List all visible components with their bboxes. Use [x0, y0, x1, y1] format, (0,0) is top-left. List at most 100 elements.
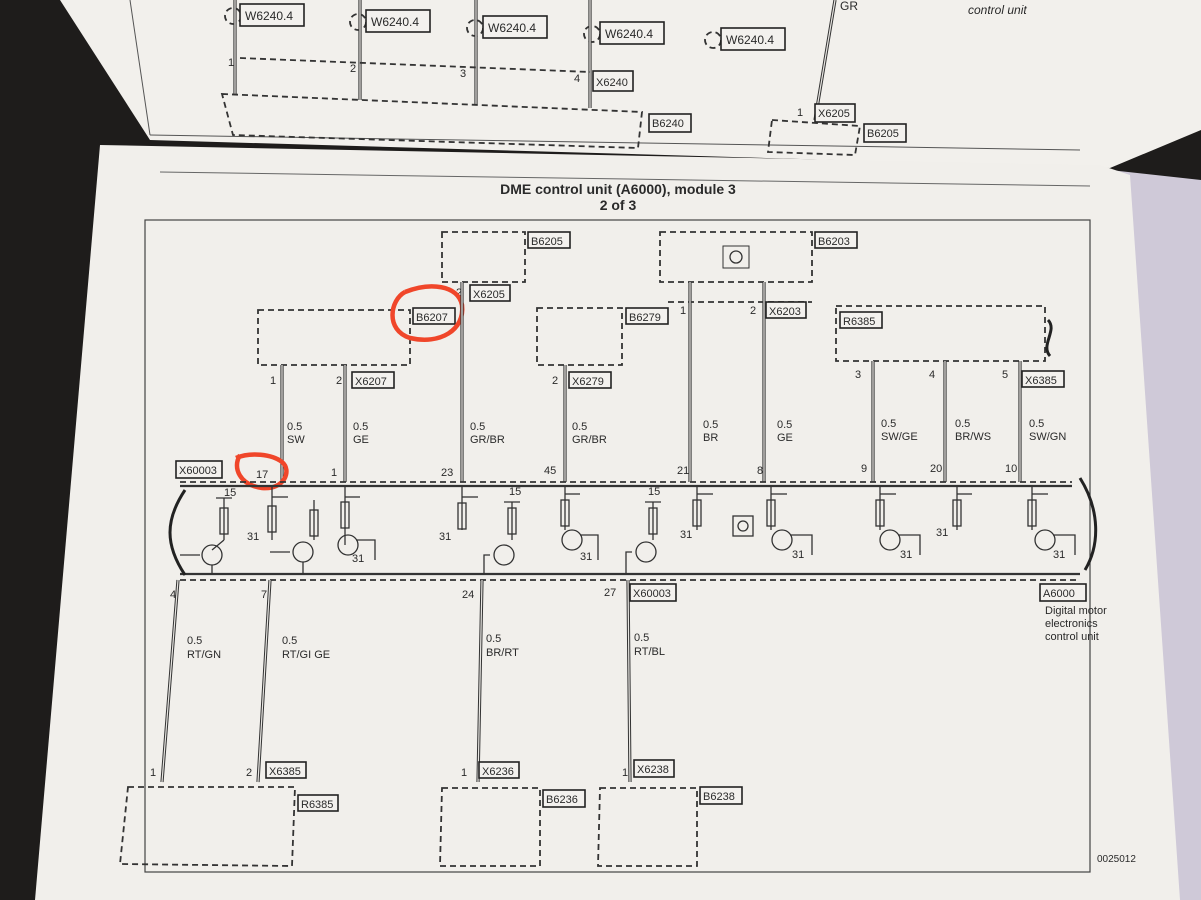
svg-text:0.5: 0.5: [777, 419, 792, 431]
header-rule: [159, 171, 1091, 187]
wire-label-2: 0.5GE: [353, 421, 369, 446]
svg-text:W6240.4: W6240.4: [605, 27, 653, 41]
svg-text:15: 15: [648, 486, 660, 498]
svg-text:X60003: X60003: [179, 465, 217, 477]
svg-text:R6385: R6385: [301, 799, 333, 811]
svg-text:31: 31: [792, 549, 804, 561]
svg-text:BR/WS: BR/WS: [955, 431, 991, 443]
svg-text:4: 4: [170, 589, 176, 601]
svg-text:B6205: B6205: [867, 128, 899, 140]
svg-text:X6238: X6238: [637, 764, 669, 776]
svg-text:31: 31: [936, 527, 948, 539]
svg-text:BR: BR: [703, 432, 718, 444]
svg-text:0.5: 0.5: [287, 421, 302, 433]
svg-text:B6203: B6203: [818, 236, 850, 248]
svg-text:X6240: X6240: [596, 77, 628, 89]
svg-text:0.5: 0.5: [486, 633, 501, 645]
bottom-components: X6385 R6385 X6236 B6236 X6238 B6238: [119, 759, 743, 867]
svg-text:W6240.4: W6240.4: [726, 33, 774, 47]
svg-text:31: 31: [247, 531, 259, 543]
svg-text:X6385: X6385: [1025, 375, 1057, 387]
wire-label-3: 0.5GR/BR: [470, 421, 505, 446]
svg-text:1: 1: [461, 767, 467, 779]
svg-text:8: 8: [757, 465, 763, 477]
svg-text:5: 5: [1002, 369, 1008, 381]
svg-text:X6205: X6205: [473, 289, 505, 301]
svg-text:control unit: control unit: [1045, 631, 1099, 643]
svg-text:45: 45: [544, 465, 556, 477]
svg-text:2: 2: [552, 375, 558, 387]
svg-text:2: 2: [336, 375, 342, 387]
svg-text:0.5: 0.5: [703, 419, 718, 431]
splice-w6240-3: W6240.4: [466, 15, 548, 39]
svg-text:31: 31: [1053, 549, 1065, 561]
svg-text:3: 3: [460, 68, 466, 80]
lower-wire-label-3: 0.5BR/RT: [486, 633, 519, 659]
svg-text:4: 4: [574, 73, 580, 85]
b6238-box: [597, 787, 698, 867]
upper-diagram: W6240.4 W6240.4 W6240.4 W6240.4 W6240.4 …: [129, 0, 1081, 156]
svg-text:SW/GN: SW/GN: [1029, 431, 1066, 443]
svg-text:B6205: B6205: [531, 236, 563, 248]
svg-text:1: 1: [331, 467, 337, 479]
svg-text:0.5: 0.5: [187, 635, 202, 647]
svg-text:BR/RT: BR/RT: [486, 647, 519, 659]
svg-text:9: 9: [861, 463, 867, 475]
b6236-box: [439, 787, 541, 867]
svg-text:27: 27: [604, 587, 616, 599]
svg-text:0.5: 0.5: [470, 421, 485, 433]
svg-text:RT/GI GE: RT/GI GE: [282, 649, 330, 661]
svg-text:10: 10: [1005, 463, 1017, 475]
wire-label-5: 0.5BR: [703, 419, 718, 444]
svg-text:31: 31: [580, 551, 592, 563]
svg-text:0.5: 0.5: [282, 635, 297, 647]
svg-text:0.5: 0.5: [353, 421, 368, 433]
red-annotation-circle-b6207: [390, 284, 465, 342]
svg-text:2: 2: [350, 63, 356, 75]
red-annotation-circle-pin17: [234, 452, 289, 491]
svg-text:7: 7: [261, 589, 267, 601]
svg-text:2: 2: [246, 767, 252, 779]
svg-text:X6203: X6203: [769, 306, 801, 318]
svg-text:1: 1: [622, 767, 628, 779]
svg-text:0.5: 0.5: [955, 418, 970, 430]
svg-text:X6207: X6207: [355, 376, 387, 388]
svg-text:GR/BR: GR/BR: [470, 434, 505, 446]
page-title: DME control unit (A6000), module 3: [500, 181, 736, 197]
splice-w6240-4: W6240.4: [583, 21, 665, 45]
svg-text:GR/BR: GR/BR: [572, 434, 607, 446]
wire-label-7: 0.5SW/GE: [881, 418, 918, 443]
control-unit-a6000: 15 15 15 31 31 31 31 31 31 31 31 31 A600…: [168, 477, 1107, 643]
svg-text:B6207: B6207: [416, 312, 448, 324]
svg-text:B6238: B6238: [703, 791, 735, 803]
svg-text:31: 31: [900, 549, 912, 561]
svg-text:1: 1: [797, 107, 803, 119]
r6385-box: [835, 305, 1046, 362]
splice-w6240-1: W6240.4: [224, 3, 305, 27]
svg-text:0.5: 0.5: [634, 632, 649, 644]
wire-label-1: 0.5SW: [287, 421, 305, 446]
top-components: B6205 2 X6205 B6203 1 2 X6203 B6207 1 2 …: [257, 231, 1065, 389]
svg-text:2: 2: [456, 287, 462, 299]
svg-text:24: 24: [462, 589, 474, 601]
wire-label-8: 0.5BR/WS: [955, 418, 991, 443]
svg-text:21: 21: [677, 465, 689, 477]
svg-text:B6240: B6240: [652, 118, 684, 130]
svg-text:4: 4: [929, 369, 935, 381]
wire-label-9: 0.5SW/GN: [1029, 418, 1066, 443]
svg-text:W6240.4: W6240.4: [371, 15, 419, 29]
svg-text:X6385: X6385: [269, 766, 301, 778]
svg-text:RT/GN: RT/GN: [187, 649, 221, 661]
page-subtitle: 2 of 3: [600, 197, 637, 213]
svg-text:Digital motor: Digital motor: [1045, 605, 1107, 617]
lower-wire-label-4: 0.5RT/BL: [634, 632, 665, 658]
svg-text:X6279: X6279: [572, 376, 604, 388]
upper-wires: 0.5SW 0.5GE 0.5GR/BR 0.5GR/BR 0.5BR 0.5G…: [175, 282, 1066, 491]
sensor-symbol-icon: [722, 245, 750, 269]
lower-wire-label-1: 0.5RT/GN: [187, 635, 221, 661]
wire-label-4: 0.5GR/BR: [572, 421, 607, 446]
svg-text:3: 3: [855, 369, 861, 381]
svg-text:17: 17: [256, 469, 268, 481]
svg-text:SW/GE: SW/GE: [881, 431, 918, 443]
